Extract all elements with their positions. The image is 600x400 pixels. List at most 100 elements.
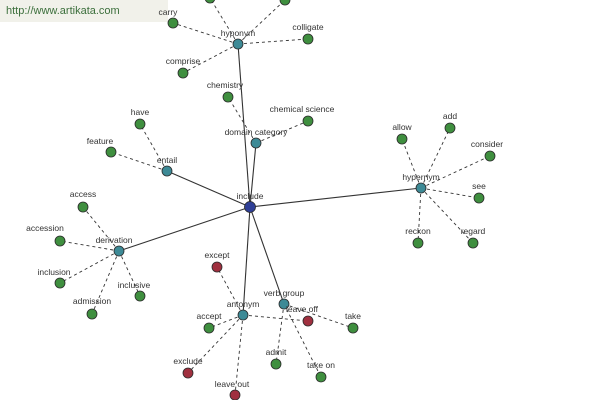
node-dot[interactable] — [222, 91, 234, 103]
edge-derivation-inclusion — [59, 250, 120, 284]
node-entail[interactable]: entail — [157, 155, 177, 177]
node-dot[interactable] — [204, 0, 216, 4]
node-label: chemistry — [207, 80, 244, 90]
node-label: derivation — [96, 235, 133, 245]
node-label: leave out — [215, 379, 250, 389]
node-dot[interactable] — [347, 322, 359, 334]
node-leave-off[interactable]: leave off — [286, 304, 319, 327]
edge-antonym-accept — [208, 314, 244, 329]
node-dot[interactable] — [182, 367, 194, 379]
node-comprise[interactable]: comprise — [166, 56, 201, 79]
node-label: colligate — [292, 22, 323, 32]
node-label: allow — [392, 122, 412, 132]
node-label: inclusion — [37, 267, 70, 277]
node-derivation[interactable]: derivation — [96, 235, 133, 257]
node-inclusive[interactable]: inclusive — [118, 280, 151, 302]
node-label: chemical science — [270, 104, 335, 114]
node-dot[interactable] — [177, 67, 189, 79]
node-dot[interactable] — [484, 150, 496, 162]
node-take-on[interactable]: take on — [307, 360, 335, 383]
node-accession[interactable]: accession — [26, 223, 66, 247]
node-take[interactable]: take — [345, 311, 361, 334]
node-label: admit — [266, 347, 287, 357]
node-have[interactable]: have — [131, 107, 150, 130]
node-except[interactable]: except — [204, 250, 230, 273]
edge-hypernym-allow — [401, 138, 422, 189]
node-dot[interactable] — [279, 0, 291, 6]
node-leave-out[interactable]: leave out — [215, 379, 250, 400]
node-colligate[interactable]: colligate — [292, 22, 324, 45]
node-dot[interactable] — [77, 201, 89, 213]
node-dot[interactable] — [54, 277, 66, 289]
node-see[interactable]: see — [472, 181, 486, 204]
node-admit[interactable]: admit — [266, 347, 287, 370]
node-dot[interactable] — [237, 309, 249, 321]
node-label: feature — [87, 136, 114, 146]
node-consider[interactable]: consider — [471, 139, 503, 162]
node-reckon[interactable]: reckon — [405, 226, 431, 249]
node-hyponym[interactable]: hyponym — [221, 28, 256, 50]
node-label: admission — [73, 296, 112, 306]
node-exclude[interactable]: exclude — [173, 356, 203, 379]
node-dot[interactable] — [229, 389, 241, 400]
node-label: consider — [471, 139, 503, 149]
node-dot[interactable] — [412, 237, 424, 249]
node-include[interactable]: include — [237, 191, 264, 213]
node-dot[interactable] — [444, 122, 456, 134]
node-dot[interactable] — [211, 261, 223, 273]
node-domain-category[interactable]: domain category — [225, 127, 289, 149]
edge-verb-group-take-on — [283, 303, 322, 378]
edge-derivation-inclusive — [118, 250, 141, 297]
node-dot[interactable] — [467, 237, 479, 249]
node-inclusion[interactable]: inclusion — [37, 267, 71, 289]
edges — [59, 0, 491, 396]
node-dot[interactable] — [54, 235, 66, 247]
node-dot[interactable] — [167, 17, 179, 29]
node-dot[interactable] — [113, 245, 125, 257]
edge-hyponym-hyponym-offscreen-2 — [237, 0, 286, 45]
node-dot[interactable] — [270, 358, 282, 370]
node-dot[interactable] — [302, 33, 314, 45]
node-carry[interactable]: carry — [159, 7, 179, 29]
node-label: except — [204, 250, 230, 260]
node-accept[interactable]: accept — [196, 311, 222, 334]
node-dot[interactable] — [161, 165, 173, 177]
edge-hypernym-consider — [420, 155, 491, 189]
node-antonym[interactable]: antonym — [227, 299, 260, 321]
node-dot[interactable] — [278, 298, 290, 310]
node-hypernym[interactable]: hypernym — [402, 172, 440, 194]
node-dot[interactable] — [415, 182, 427, 194]
node-feature[interactable]: feature — [87, 136, 117, 158]
node-chemistry[interactable]: chemistry — [207, 80, 244, 103]
node-hyponym-offscreen-2[interactable] — [279, 0, 291, 6]
node-regard[interactable]: regard — [461, 226, 486, 249]
node-dot[interactable] — [473, 192, 485, 204]
node-dot[interactable] — [203, 322, 215, 334]
edge-derivation-accession — [59, 240, 120, 252]
node-admission[interactable]: admission — [73, 296, 112, 320]
node-dot[interactable] — [86, 308, 98, 320]
node-dot[interactable] — [396, 133, 408, 145]
node-dot[interactable] — [232, 38, 244, 50]
node-dot[interactable] — [105, 146, 117, 158]
node-chemical-science[interactable]: chemical science — [270, 104, 335, 127]
node-dot[interactable] — [244, 201, 256, 213]
node-dot[interactable] — [134, 290, 146, 302]
edge-antonym-exclude — [187, 314, 244, 374]
node-add[interactable]: add — [443, 111, 457, 134]
nodes: include hyponym domain category entail deriv… — [26, 0, 503, 400]
site-url-watermark[interactable]: http://www.artikata.com — [0, 0, 168, 22]
node-access[interactable]: access — [70, 189, 96, 213]
node-label: regard — [461, 226, 486, 236]
node-label: hyponym — [221, 28, 256, 38]
node-dot[interactable] — [250, 137, 262, 149]
node-verb-group[interactable]: verb group — [264, 288, 305, 310]
node-dot[interactable] — [315, 371, 327, 383]
node-allow[interactable]: allow — [392, 122, 413, 145]
node-dot[interactable] — [134, 118, 146, 130]
node-dot[interactable] — [302, 115, 314, 127]
node-label: access — [70, 189, 96, 199]
node-dot[interactable] — [302, 315, 314, 327]
node-hyponym-offscreen-1[interactable] — [204, 0, 216, 4]
